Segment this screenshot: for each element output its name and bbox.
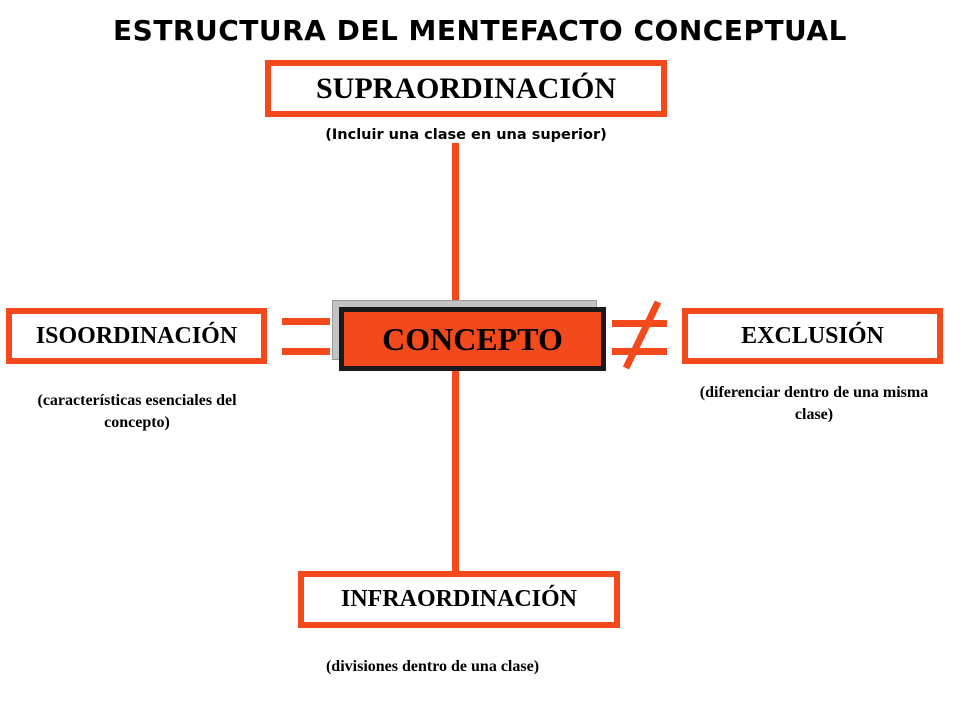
isoordinacion-box: ISOORDINACIÓN (6, 308, 267, 364)
connector-supra-concept (452, 143, 459, 313)
diagram-title: ESTRUCTURA DEL MENTEFACTO CONCEPTUAL (113, 14, 847, 47)
exclusion-label: EXCLUSIÓN (741, 322, 884, 349)
connector-concept-infra (452, 368, 459, 574)
infraordinacion-label: INFRAORDINACIÓN (340, 586, 577, 612)
not-equals-icon (612, 300, 667, 370)
infraordinacion-description: (divisiones dentro de una clase) (325, 658, 540, 675)
supraordinacion-label: SUPRAORDINACIÓN (315, 71, 616, 105)
isoordinacion-label: ISOORDINACIÓN (35, 322, 238, 349)
concepto-label: CONCEPTO (344, 312, 601, 366)
exclusion-box: EXCLUSIÓN (682, 308, 943, 364)
concepto-box: CONCEPTO (339, 307, 606, 371)
exclusion-description: (diferenciar dentro de una misma clase) (699, 384, 929, 423)
isoordinacion-description: (características esenciales del concepto… (37, 392, 237, 431)
equals-icon (282, 318, 330, 355)
supraordinacion-box: SUPRAORDINACIÓN (265, 60, 667, 117)
infraordinacion-box: INFRAORDINACIÓN (298, 571, 620, 628)
supraordinacion-description: (Incluir una clase en una superior) (325, 127, 607, 143)
